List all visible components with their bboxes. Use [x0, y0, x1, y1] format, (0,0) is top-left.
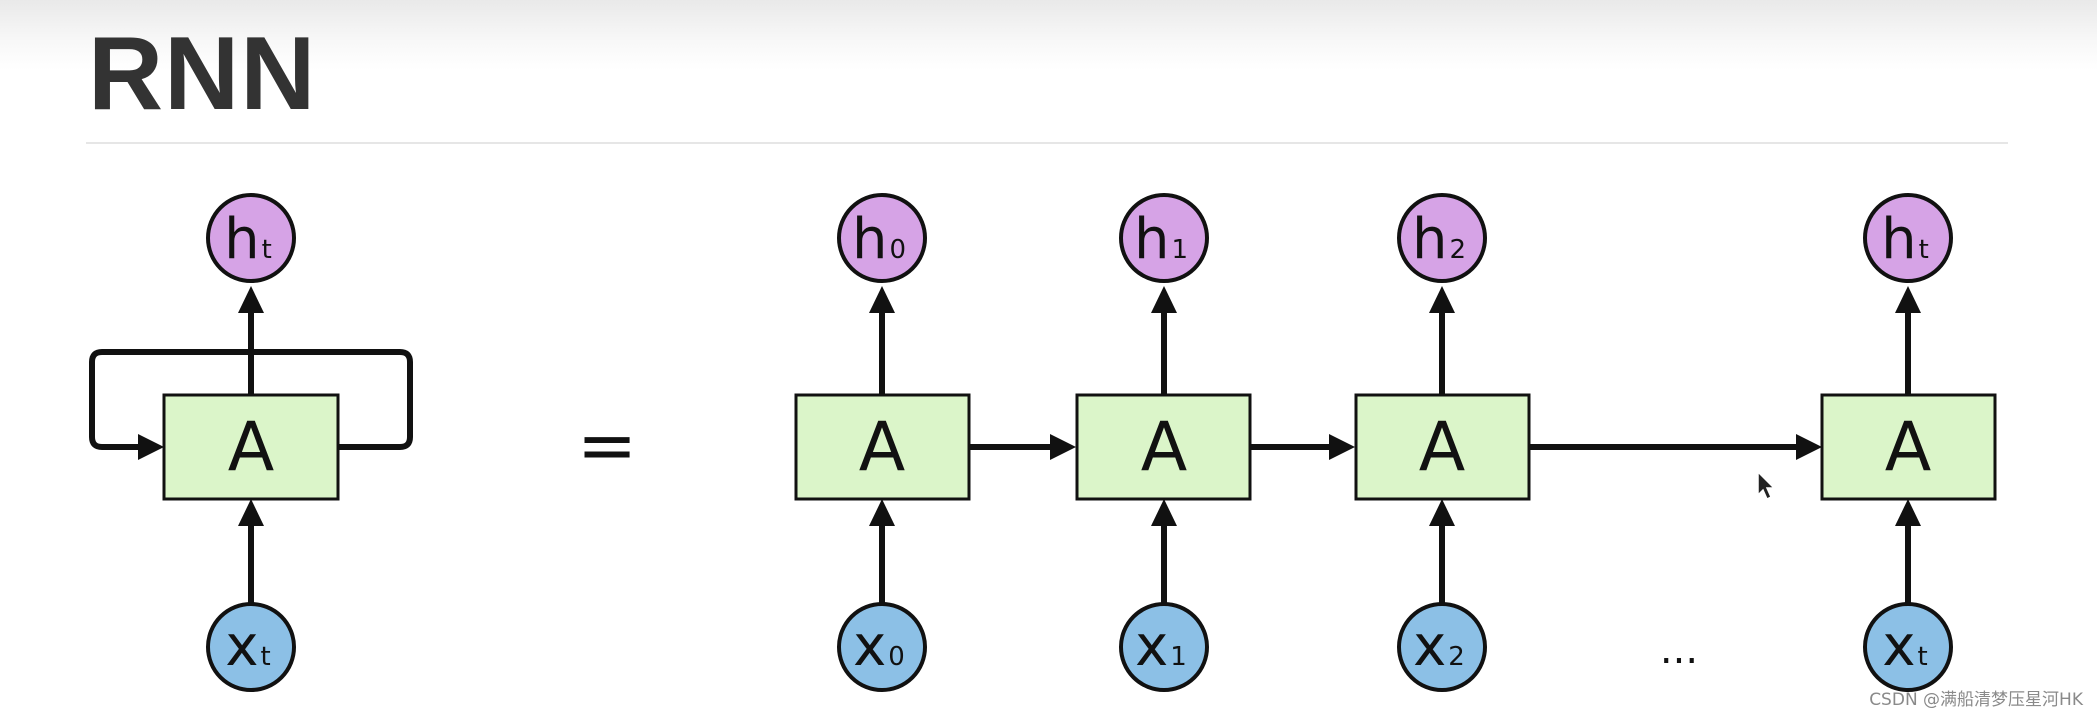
hidden-arrowhead-2-t: [1796, 434, 1822, 460]
output-node-t: [1863, 193, 1953, 283]
timestep-2: A h2 x2: [1354, 193, 1531, 692]
input-node-1: [1119, 602, 1209, 692]
cell-label-2: A: [1419, 408, 1466, 487]
output-arrowhead-t: [1895, 286, 1921, 313]
output-arrowhead-0: [869, 286, 895, 313]
folded-input-label: xt: [225, 614, 270, 679]
input-node-0: [837, 602, 927, 692]
input-arrowhead-1: [1151, 499, 1177, 526]
timestep-t: A ht xt: [1820, 193, 1997, 692]
folded-input-arrowhead: [238, 499, 264, 526]
folded-input-node: [206, 602, 296, 692]
output-arrowhead-1: [1151, 286, 1177, 313]
folded-output-arrowhead: [238, 286, 264, 313]
input-node-2: [1397, 602, 1487, 692]
hidden-arrowhead-0-1: [1050, 434, 1076, 460]
output-label-t: ht: [1881, 207, 1929, 272]
cell-label-t: A: [1885, 408, 1932, 487]
ellipsis: ...: [1660, 627, 1698, 673]
input-arrowhead-2: [1429, 499, 1455, 526]
cell-node-1: [1075, 393, 1252, 501]
cell-node-2: [1354, 393, 1531, 501]
hidden-arrowhead-1-2: [1329, 434, 1355, 460]
recurrent-loop-arrowhead: [138, 434, 164, 460]
mouse-pointer-icon: [1757, 470, 1776, 501]
input-arrowhead-0: [869, 499, 895, 526]
input-label-1: x1: [1135, 614, 1187, 679]
folded-cell-label: A: [228, 408, 275, 487]
input-label-t: xt: [1882, 614, 1927, 679]
timestep-1: A h1 x1: [1075, 193, 1252, 692]
output-node-2: [1397, 193, 1487, 283]
input-label-2: x2: [1413, 614, 1465, 679]
cell-node-0: [794, 393, 971, 501]
equals-sign: =: [577, 403, 637, 487]
output-label-0: h0: [852, 207, 906, 272]
output-node-0: [837, 193, 927, 283]
cell-label-1: A: [1141, 408, 1188, 487]
input-arrowhead-t: [1895, 499, 1921, 526]
watermark: CSDN @满船清梦压星河HK: [1869, 690, 2083, 710]
folded-output-label: ht: [224, 207, 272, 272]
unrolled-rnn: A h0 x0 A h1 x1 A h2: [794, 193, 1997, 692]
output-label-2: h2: [1412, 207, 1466, 272]
title-divider: [86, 142, 2008, 144]
cell-label-0: A: [859, 408, 906, 487]
folded-cell-node: [162, 393, 340, 501]
input-node-t: [1863, 602, 1953, 692]
folded-output-node: [206, 193, 296, 283]
input-label-0: x0: [853, 614, 905, 679]
output-arrowhead-2: [1429, 286, 1455, 313]
output-label-1: h1: [1134, 207, 1188, 272]
header-background: [0, 0, 2097, 70]
cell-node-t: [1820, 393, 1997, 501]
slide-title: RNN: [88, 16, 317, 132]
output-node-1: [1119, 193, 1209, 283]
folded-rnn: A ht xt: [89, 193, 413, 692]
timestep-0: A h0 x0: [794, 193, 971, 692]
